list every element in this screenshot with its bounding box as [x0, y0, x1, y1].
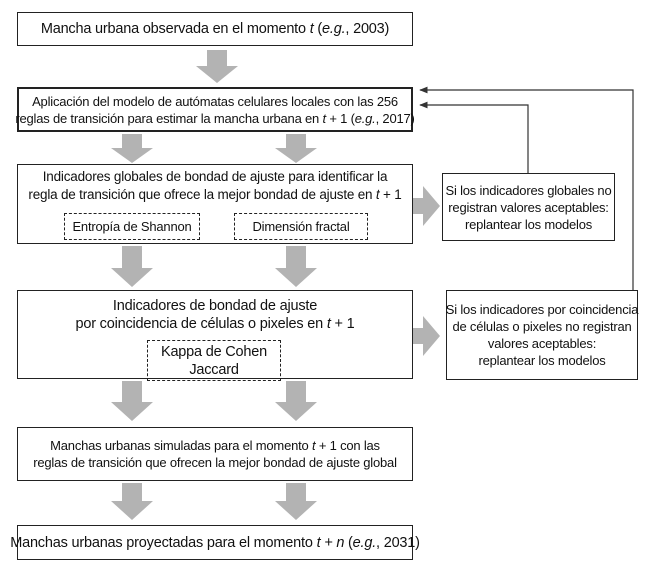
- kappa-label: Kappa de Cohen: [160, 343, 268, 360]
- feedback-line-1: [419, 101, 529, 173]
- down-arrow-1: [196, 50, 238, 83]
- side2-line3: valores aceptables:: [487, 336, 597, 351]
- cellular-automata-model-box: Aplicación del modelo de autómatas celul…: [15, 87, 415, 132]
- down-arrow-4a: [111, 381, 153, 421]
- shannon-entropy-box: Entropía de Shannon: [64, 213, 200, 240]
- b3-line1: Indicadores globales de bondad de ajuste…: [42, 169, 388, 184]
- side1-line2: registran valores aceptables:: [448, 199, 609, 215]
- right-arrow-2: [413, 316, 440, 356]
- feedback-line-2: [419, 86, 634, 290]
- b5-line2: reglas de transición que ofrecen la mejo…: [33, 455, 397, 470]
- side2-line2: de células o pixeles no registran: [452, 319, 632, 334]
- fractal-dimension-box: Dimensión fractal: [234, 213, 368, 240]
- down-arrow-4b: [275, 381, 317, 421]
- fractal-dimension-label: Dimensión fractal: [252, 218, 350, 234]
- side1-line1: Si los indicadores globales no: [445, 182, 612, 198]
- b2-line1: Aplicación del modelo de autómatas celul…: [32, 93, 398, 109]
- b5-line1: Manchas urbanas simuladas para el moment…: [50, 438, 380, 453]
- down-arrow-2b: [275, 134, 317, 163]
- b4-line1: Indicadores de bondad de ajuste: [112, 298, 318, 314]
- pixel-coincidence-fit-box: Indicadores de bondad de ajuste por coin…: [17, 290, 413, 379]
- b2-line2: reglas de transición para estimar la man…: [15, 110, 415, 126]
- down-arrow-3b: [275, 246, 317, 287]
- right-arrow-1: [413, 186, 440, 226]
- down-arrow-5b: [275, 483, 317, 520]
- side1-line3: replantear los modelos: [464, 216, 593, 232]
- pixel-indicators-fail-box: Si los indicadores por coincidencia de c…: [446, 290, 638, 380]
- global-indicators-fail-box: Si los indicadores globales no registran…: [442, 173, 615, 241]
- simulated-urban-sprawl-box: Manchas urbanas simuladas para el moment…: [17, 427, 413, 481]
- side2-line1: Si los indicadores por coincidencia: [445, 302, 639, 317]
- b4-line2: por coincidencia de células o pixeles en…: [75, 316, 355, 332]
- b3-line2: regla de transición que ofrece la mejor …: [28, 187, 402, 202]
- down-arrow-5a: [111, 483, 153, 520]
- down-arrow-3a: [111, 246, 153, 287]
- down-arrow-2a: [111, 134, 153, 163]
- projected-urban-sprawl-box: Manchas urbanas proyectadas para el mome…: [10, 525, 420, 560]
- jaccard-label: Jaccard: [189, 361, 239, 378]
- b6-text: Manchas urbanas proyectadas para el mome…: [10, 534, 420, 551]
- observed-urban-sprawl-box: Mancha urbana observada en el momento t …: [17, 12, 413, 46]
- b1-text: Mancha urbana observada en el momento t …: [40, 21, 390, 37]
- side2-line4: replantear los modelos: [478, 353, 606, 368]
- kappa-jaccard-box: Kappa de Cohen Jaccard: [147, 340, 281, 381]
- shannon-entropy-label: Entropía de Shannon: [72, 218, 192, 234]
